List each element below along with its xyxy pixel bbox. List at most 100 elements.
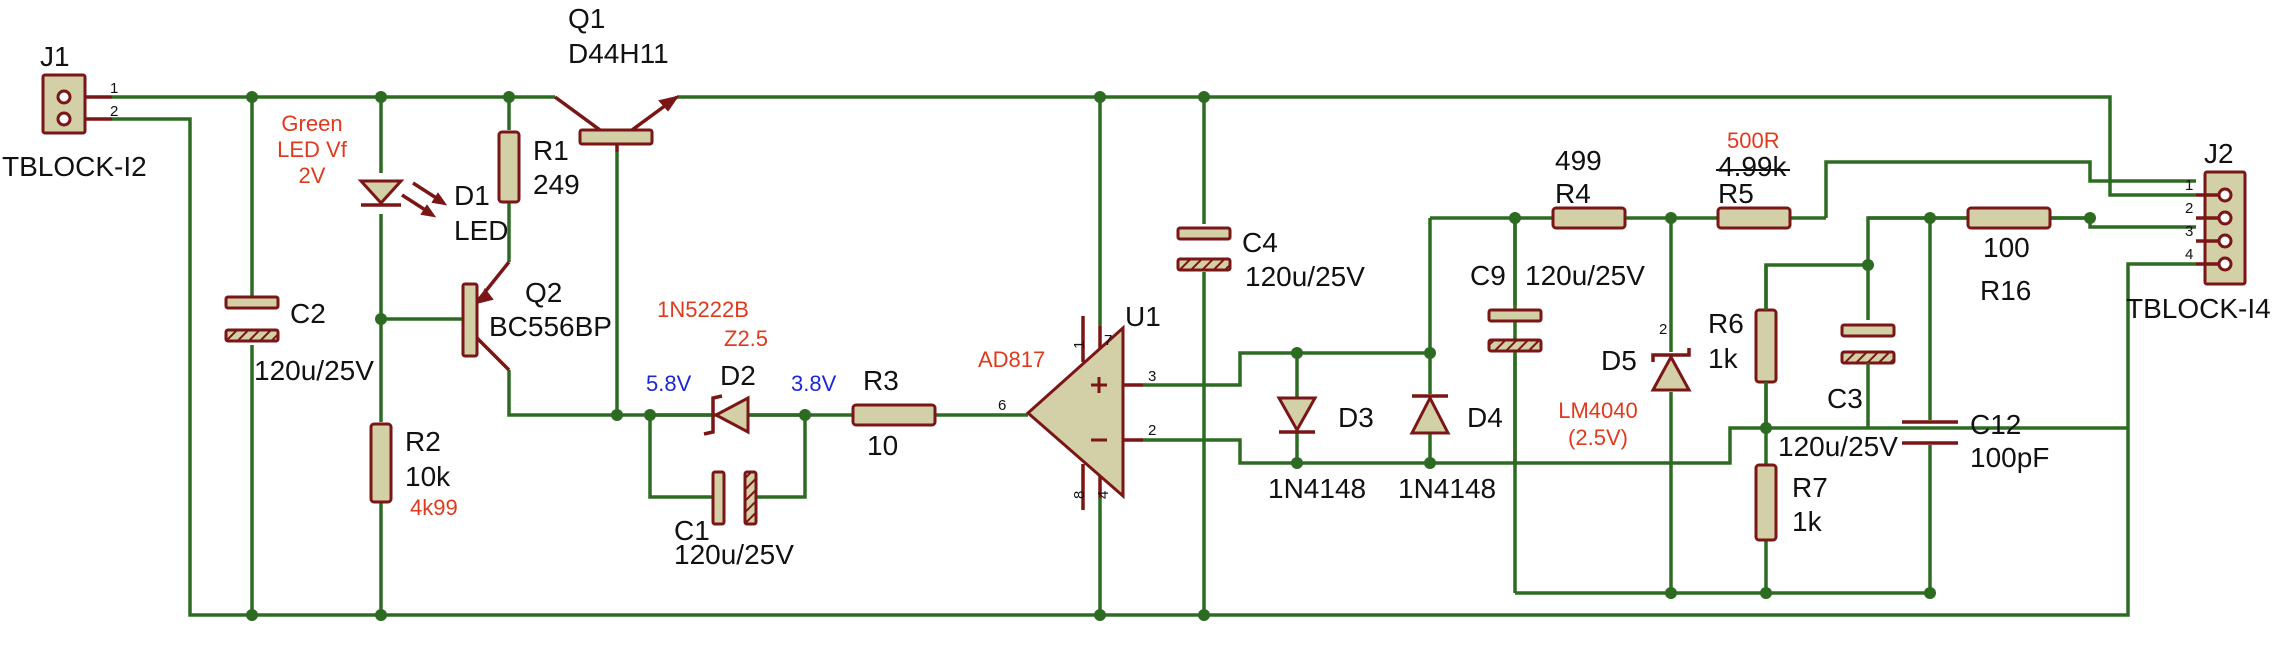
- zener-d2: [703, 394, 750, 436]
- junction-dot: [1198, 609, 1210, 621]
- resistor-r4: [1551, 206, 1627, 230]
- u1-pin3: 3: [1148, 368, 1156, 385]
- j1-part: TBLOCK-I2: [2, 151, 147, 182]
- capacitor-c3: [1840, 323, 1896, 428]
- j2-ref: J2: [2204, 138, 2234, 169]
- c1-value: 120u/25V: [674, 539, 794, 570]
- connector-j2: [2196, 170, 2247, 286]
- resistor-r16: [1966, 206, 2052, 230]
- r5-new-value: 500R: [1727, 128, 1780, 153]
- led-note-line1: Green: [281, 111, 342, 136]
- r1-ref: R1: [533, 135, 569, 166]
- junctions: [246, 91, 2096, 621]
- d3-part: 1N4148: [1268, 473, 1366, 504]
- led-note-line3: 2V: [299, 163, 326, 188]
- voltage-right: 3.8V: [791, 371, 837, 396]
- resistor-r5: [1716, 206, 1792, 230]
- d5-note-line2: (2.5V): [1568, 425, 1628, 450]
- r2-value: 10k: [405, 461, 451, 492]
- capacitor-c12: [1902, 420, 1958, 445]
- transistor-q2: [461, 260, 511, 372]
- q2-ref: Q2: [525, 277, 562, 308]
- r2-new-value: 4k99: [410, 495, 458, 520]
- r3-value: 10: [867, 430, 898, 461]
- r6-ref: R6: [1708, 308, 1744, 339]
- j1-pin2: 2: [110, 103, 118, 120]
- q1-ref: Q1: [568, 3, 605, 34]
- c4-value: 120u/25V: [1245, 261, 1365, 292]
- r7-ref: R7: [1792, 472, 1828, 503]
- diode-d3: [1276, 396, 1318, 434]
- d4-ref: D4: [1467, 402, 1503, 433]
- r4-ref: R4: [1555, 178, 1591, 209]
- junction-dot: [375, 313, 387, 325]
- r3-ref: R3: [863, 365, 899, 396]
- d4-part: 1N4148: [1398, 473, 1496, 504]
- junction-dot: [2084, 212, 2096, 224]
- resistor-r7: [1754, 463, 1778, 542]
- capacitor-c4: [1176, 226, 1232, 272]
- capacitor-c1: [711, 470, 758, 526]
- junction-dot: [246, 91, 258, 103]
- led-d1: [357, 179, 448, 218]
- c3-ref: C3: [1827, 383, 1863, 414]
- j2-part: TBLOCK-I4: [2126, 293, 2271, 324]
- r16-ref: R16: [1980, 275, 2031, 306]
- q2-part: BC556BP: [489, 311, 612, 342]
- junction-dot: [611, 409, 623, 421]
- c3-value: 120u/25V: [1778, 431, 1898, 462]
- d2-note-line2: Z2.5: [724, 326, 768, 351]
- resistor-r3: [851, 403, 937, 427]
- junction-dot: [1094, 609, 1106, 621]
- capacitor-c9: [1487, 308, 1543, 353]
- led-note-line2: LED Vf: [277, 137, 348, 162]
- d3-ref: D3: [1338, 402, 1374, 433]
- j1-pin1: 1: [110, 80, 118, 97]
- resistor-r2: [369, 422, 393, 504]
- junction-dot: [1924, 587, 1936, 599]
- q1-part: D44H11: [568, 38, 669, 69]
- c1-ref: C1: [674, 515, 710, 546]
- u1-ref: U1: [1125, 301, 1161, 332]
- r16-value: 100: [1983, 232, 2030, 263]
- j2-pin1: 1: [2185, 177, 2193, 194]
- c12-ref: C12: [1970, 409, 2021, 440]
- junction-dot: [1665, 587, 1677, 599]
- u1-pin2: 2: [1148, 422, 1156, 439]
- voltage-left: 5.8V: [646, 371, 692, 396]
- c12-value: 100pF: [1970, 442, 2049, 473]
- r5-ref: R5: [1718, 178, 1754, 209]
- j2-pin2: 2: [2185, 200, 2193, 217]
- resistor-r6: [1754, 265, 1778, 428]
- j1-ref: J1: [40, 41, 70, 72]
- junction-dot: [1424, 457, 1436, 469]
- transistor-q1: [553, 95, 680, 152]
- d2-ref: D2: [720, 360, 756, 391]
- junction-dot: [1665, 212, 1677, 224]
- u1-pin8: 8: [1071, 491, 1088, 499]
- wires: [112, 95, 2196, 617]
- j2-pin4: 4: [2185, 246, 2193, 263]
- c9-ref: C9: [1470, 260, 1506, 291]
- r5-value: 4.99k: [1718, 151, 1787, 182]
- d1-ref: D1: [454, 180, 490, 211]
- junction-dot: [644, 409, 656, 421]
- capacitor-c2: [224, 295, 280, 343]
- junction-dot: [1094, 91, 1106, 103]
- u1-pin6: 6: [998, 397, 1006, 414]
- junction-dot: [1924, 212, 1936, 224]
- c2-value: 120u/25V: [254, 355, 374, 386]
- resistor-r1: [497, 130, 521, 204]
- d5-note-line1: LM4040: [1558, 398, 1638, 423]
- c2-ref: C2: [290, 298, 326, 329]
- junction-dot: [375, 609, 387, 621]
- d5-pin: 2: [1659, 321, 1667, 338]
- j2-pin3: 3: [2185, 223, 2193, 240]
- junction-dot: [1509, 212, 1521, 224]
- d1-part: LED: [454, 215, 508, 246]
- r2-ref: R2: [405, 426, 441, 457]
- junction-dot: [1291, 347, 1303, 359]
- zener-d5: [1650, 348, 1692, 392]
- junction-dot: [1862, 259, 1874, 271]
- junction-dot: [1291, 457, 1303, 469]
